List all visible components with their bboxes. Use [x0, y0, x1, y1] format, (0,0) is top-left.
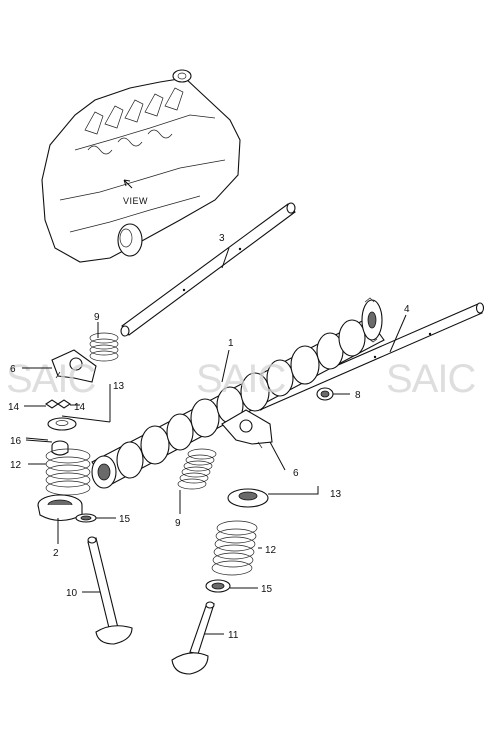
callout-cap-16: 16: [10, 436, 22, 447]
watermark-right: SAIC: [386, 357, 475, 401]
callout-rocker-arm-right: 6: [293, 468, 299, 479]
spring-left: [89, 332, 119, 362]
seal-right: [205, 579, 231, 593]
camshaft: [91, 297, 385, 489]
callout-labels: 3 1 4 9 6 14 14 13 16 12 2 15 10 6 8 9 1…: [8, 233, 410, 641]
seal-left: [75, 513, 97, 523]
rocker-shaft-intake: [120, 202, 296, 337]
callout-intake-valve: 11: [228, 630, 239, 641]
valve-guide: [37, 494, 83, 522]
exhaust-valve: [87, 536, 133, 645]
callout-plug: 8: [355, 390, 361, 401]
callout-retainer-right: 13: [330, 489, 342, 500]
callout-rocker-arm-left: 6: [10, 364, 16, 375]
callout-exhaust-valve: 10: [66, 588, 78, 599]
callout-valve-spring-right: 12: [265, 545, 277, 556]
callout-valve-spring-left: 12: [10, 460, 22, 471]
callout-camshaft: 1: [228, 338, 234, 349]
rocker-arm-right: [221, 409, 273, 449]
cotter-left: [45, 399, 71, 409]
leader-lines: [22, 247, 407, 635]
callout-cotter-mid: 14: [74, 402, 86, 413]
callout-camshaft-shaft-3: 3: [219, 233, 225, 244]
callout-retainer-left: 13: [113, 381, 125, 392]
watermark-center: SAIC: [196, 357, 285, 401]
retainer-left: [47, 417, 77, 431]
plug-8: [316, 387, 334, 401]
callout-spring-center: 9: [175, 518, 181, 529]
callout-seal-right: 15: [261, 584, 273, 595]
callout-seal-left: 15: [119, 514, 131, 525]
valve-spring-left: [45, 448, 91, 496]
rocker-arm-left: [51, 349, 97, 383]
intake-valve: [171, 601, 215, 675]
callout-cotter-left: 14: [8, 402, 20, 413]
valve-spring-right: [211, 520, 258, 576]
engine-block-inset: [41, 69, 241, 263]
callout-rocker-shaft-exhaust: 4: [404, 304, 410, 315]
callout-spring-left: 9: [94, 312, 100, 323]
view-label: VIEW: [123, 196, 148, 206]
retainer-right: [227, 488, 269, 508]
callout-valve-guide: 2: [53, 548, 59, 559]
spring-center: [177, 448, 217, 490]
watermark-left: SAIC: [6, 357, 95, 401]
cap-16: [51, 440, 69, 456]
